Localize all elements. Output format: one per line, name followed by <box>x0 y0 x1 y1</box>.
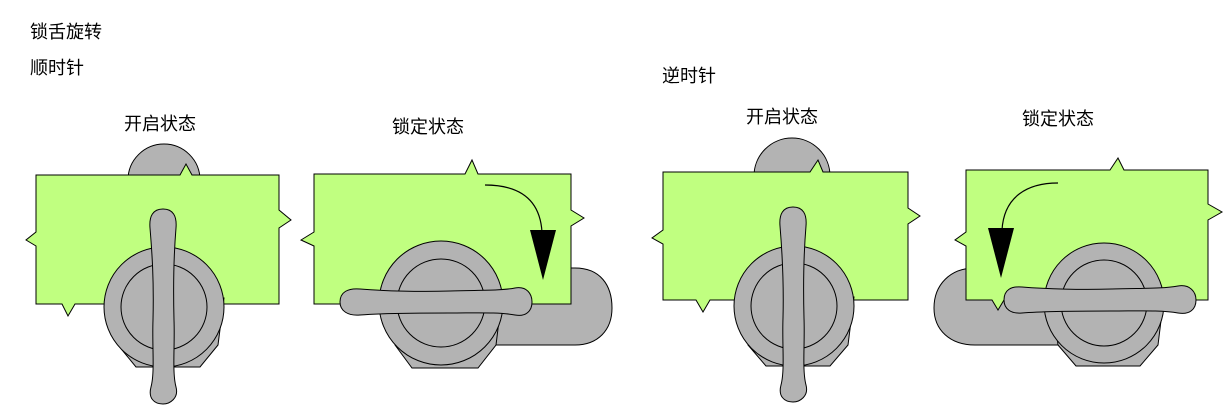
cw-open-diagram <box>25 143 292 405</box>
cw-locked-arrow-head <box>530 230 556 280</box>
ccw-locked-arrow-head <box>988 228 1014 278</box>
cw-locked-door <box>299 158 585 305</box>
ccw-locked-arrow-curve <box>1001 182 1059 231</box>
cw-locked-label: 锁定状态 <box>392 117 464 138</box>
ccw-open-label: 开启状态 <box>746 107 818 128</box>
ccw-open-handle <box>779 206 808 403</box>
ccw-locked-diagram <box>933 157 1224 367</box>
cw-open-handle <box>149 208 178 405</box>
ccw-open-diagram <box>651 137 921 403</box>
cw-locked-arrow-curve <box>484 184 543 233</box>
ccw-locked-label: 锁定状态 <box>1022 109 1094 130</box>
clockwise-label: 顺时针 <box>30 58 84 79</box>
cw-open-label: 开启状态 <box>124 114 196 135</box>
cw-locked-handle <box>339 287 533 316</box>
ccw-locked-handle <box>1003 285 1197 314</box>
counterclockwise-label: 逆时针 <box>662 66 716 87</box>
cw-locked-diagram <box>299 158 613 369</box>
ccw-open-latch <box>753 137 831 177</box>
main-title: 锁舌旋转 <box>30 22 102 43</box>
